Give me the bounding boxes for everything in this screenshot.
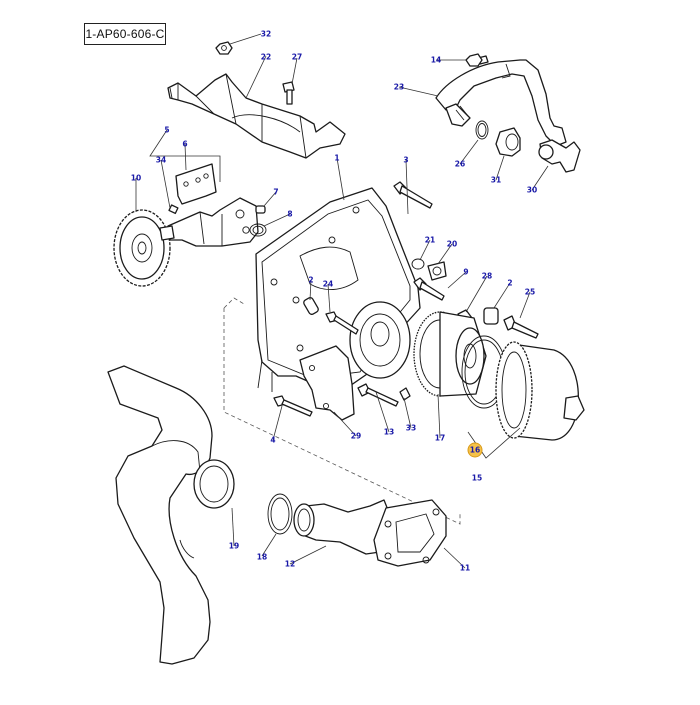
reference-code-box: 1-AP60-606-C [84, 23, 166, 45]
union-part-31 [495, 127, 521, 157]
callout-9: 9 [463, 268, 468, 277]
callout-28: 28 [482, 272, 492, 281]
canister-part-15 [495, 341, 585, 441]
highlight-marker-16 [467, 442, 483, 458]
callout-6: 6 [182, 140, 187, 149]
bracket-part-29 [299, 345, 355, 421]
housing-part-1 [255, 187, 421, 392]
callout-8: 8 [287, 210, 292, 219]
bolt-part-4 [273, 395, 313, 417]
callout-11: 11 [460, 564, 470, 573]
callout-16: 16 [470, 446, 480, 455]
callout-2-left: 2 [308, 276, 313, 285]
callout-4: 4 [270, 436, 275, 445]
callout-27: 27 [292, 53, 302, 62]
dowel-part-2a [303, 297, 319, 315]
callout-30: 30 [527, 186, 537, 195]
callout-1: 1 [334, 154, 339, 163]
callout-15: 15 [472, 474, 482, 483]
bolt-part-9 [413, 277, 445, 301]
nut-part-14 [465, 53, 483, 67]
callout-3: 3 [403, 156, 408, 165]
callout-7: 7 [273, 188, 278, 197]
washer-part-21 [411, 258, 425, 270]
callout-22: 22 [261, 53, 271, 62]
callout-33: 33 [406, 424, 416, 433]
bolt-part-27 [282, 81, 295, 105]
callout-29: 29 [351, 432, 361, 441]
pump-part-5 [159, 197, 259, 247]
elbow-part-12 [293, 499, 393, 555]
pipe-part-19 [107, 365, 235, 665]
callout-5: 5 [164, 126, 169, 135]
callout-19: 19 [229, 542, 239, 551]
key-part-34 [168, 204, 179, 215]
oring-part-26 [475, 120, 489, 140]
bracket-part-6 [175, 163, 217, 205]
callout-2-right: 2 [507, 279, 512, 288]
callout-18: 18 [257, 553, 267, 562]
heat-shield-part [167, 73, 346, 159]
callout-20: 20 [447, 240, 457, 249]
callout-labels: 32 22 27 14 23 26 31 30 5 6 1 3 34 10 7 … [131, 30, 537, 573]
callout-14: 14 [431, 56, 441, 65]
oring-part-8 [249, 223, 267, 237]
bolt-part-24 [325, 311, 359, 335]
callout-23: 23 [394, 83, 404, 92]
pin-part-7 [255, 205, 266, 214]
plug-part-20 [427, 261, 447, 281]
assembly-outline [223, 297, 461, 525]
gear-part-10 [113, 209, 171, 287]
bracket-lead-15 [467, 427, 521, 459]
bolt-part-13 [357, 383, 399, 407]
leader-lines [135, 33, 549, 569]
callout-25: 25 [525, 288, 535, 297]
callout-17: 17 [435, 434, 445, 443]
callout-26: 26 [455, 160, 465, 169]
oring-part-18 [267, 493, 293, 535]
bolt-part-3 [393, 181, 433, 209]
bolt-part-25 [503, 315, 539, 339]
flange-part-11 [373, 499, 447, 567]
pipe-part-23 [435, 55, 581, 173]
reference-code: 1-AP60-606-C [85, 27, 165, 41]
callout-13: 13 [384, 428, 394, 437]
dowel-part-2b [483, 307, 499, 325]
callout-21: 21 [425, 236, 435, 245]
callout-24: 24 [323, 280, 333, 289]
callout-34: 34 [156, 156, 166, 165]
callout-12: 12 [285, 560, 295, 569]
nut-part-32 [215, 41, 233, 55]
callout-31: 31 [491, 176, 501, 185]
callout-32: 32 [261, 30, 271, 39]
filter-element-part-17 [413, 311, 487, 397]
callout-10: 10 [131, 174, 141, 183]
bolt-part-33 [399, 387, 411, 401]
